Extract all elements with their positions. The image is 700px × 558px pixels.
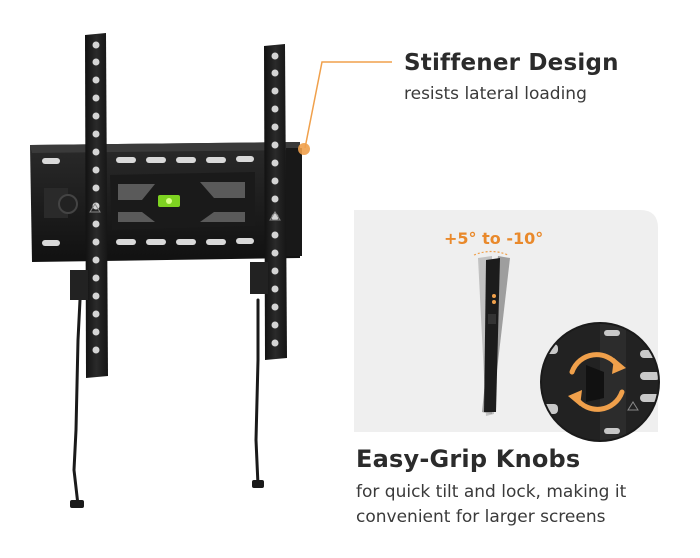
easy-grip-knobs-description-line1: for quick tilt and lock, making it (356, 482, 627, 502)
tilt-range-label: +5° to -10° (444, 229, 544, 248)
stiffener-design-title: Stiffener Design (404, 50, 619, 76)
stiffener-callout (298, 61, 392, 155)
left-vertical-arm (70, 33, 108, 378)
safety-cord (72, 298, 260, 507)
tilted-arm (478, 256, 510, 416)
right-vertical-arm (250, 44, 287, 360)
easy-grip-knobs-title: Easy-Grip Knobs (356, 445, 581, 473)
stiffener-design-description: resists lateral loading (404, 84, 587, 104)
rotate-arrows-icon (569, 352, 625, 412)
wall-plate (30, 142, 302, 262)
easy-grip-knobs-description-line2: convenient for larger screens (356, 507, 606, 527)
knob-zoom (540, 322, 660, 442)
wall-mount (30, 33, 392, 508)
